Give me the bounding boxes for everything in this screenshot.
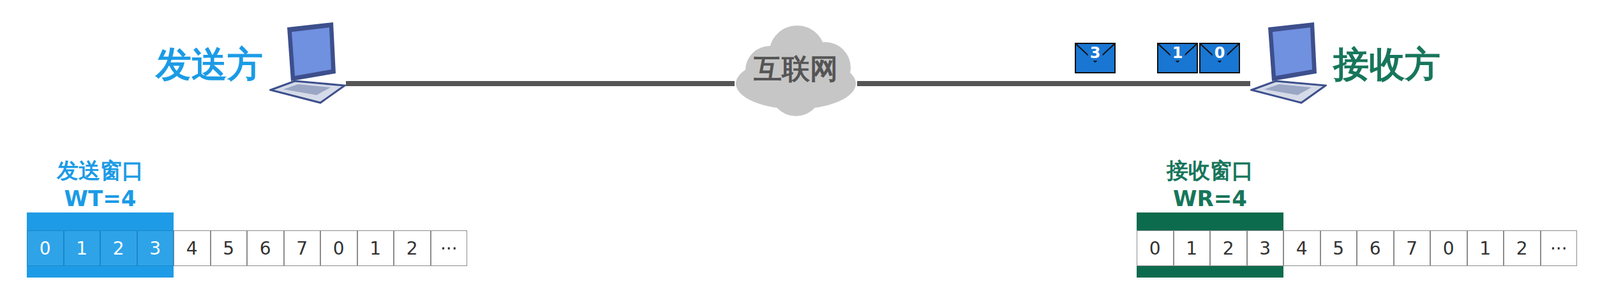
sequence-number: 5 — [1332, 238, 1345, 260]
node-label: 发送方 — [155, 40, 263, 90]
sequence-cell: 6 — [246, 230, 285, 267]
sequence-number: 5 — [222, 238, 235, 260]
envelope-flap — [1200, 44, 1239, 62]
sequence-cell: 2 — [393, 230, 431, 267]
sequence-cell: 6 — [1356, 230, 1394, 267]
computer-node: 接收方 — [1250, 22, 1441, 108]
laptop-keys — [1264, 84, 1312, 96]
laptop-screen — [291, 27, 332, 76]
envelope-body — [1199, 43, 1240, 73]
packet-number: 0 — [1212, 45, 1228, 61]
sequence-cell: 2 — [1210, 230, 1248, 267]
sequence-cell: 5 — [1320, 230, 1358, 267]
node-label: 接收方 — [1333, 40, 1441, 90]
sequence-number: 6 — [259, 238, 272, 260]
window-heading: 接收窗口WR=4 — [1166, 156, 1254, 213]
window-band: 发送窗口WT=40123 — [26, 212, 174, 278]
sequence-number: 1 — [1479, 238, 1491, 260]
laptop-keyboard — [1251, 81, 1326, 103]
window-title: 接收窗口 — [1166, 156, 1254, 185]
laptop-keyboard — [270, 81, 345, 103]
sequence-cell: 4 — [173, 230, 211, 267]
sequence-cell: 7 — [284, 230, 322, 267]
sequence-number: 2 — [112, 238, 125, 260]
envelope-flap — [1158, 44, 1197, 62]
laptop-screen-frame — [287, 22, 336, 82]
packet-number: 3 — [1088, 45, 1103, 61]
packet-envelope: 3 — [1074, 42, 1116, 74]
cloud-label: 互联网 — [753, 50, 838, 89]
sequence-cell: 1 — [63, 230, 101, 267]
sequence-cell: 2 — [1503, 230, 1541, 267]
sequence-number: 0 — [333, 238, 345, 260]
sequence-number: 0 — [1442, 238, 1455, 260]
sequence-number: 3 — [1259, 238, 1271, 260]
sequence-number: 4 — [186, 238, 198, 260]
sequence-cell: 1 — [1173, 230, 1211, 267]
sequence-cell: 5 — [210, 230, 248, 267]
sequence-number: 4 — [1296, 238, 1308, 260]
computer-node: 发送方 — [155, 22, 346, 108]
sequence-number: ··· — [1550, 238, 1568, 260]
network-link — [857, 81, 1251, 87]
envelope-body — [1157, 43, 1198, 73]
sequence-number: 1 — [75, 238, 88, 260]
laptop-icon — [269, 22, 346, 108]
sequence-number: 1 — [1185, 238, 1198, 260]
sequence-cell: 1 — [357, 230, 395, 267]
laptop-icon — [1250, 22, 1327, 108]
internet-cloud: 互联网 — [734, 20, 858, 118]
sequence-cell: 0 — [26, 230, 64, 267]
sequence-number: 3 — [149, 238, 161, 260]
window-title: 发送窗口 — [56, 156, 144, 185]
laptop-screen-frame — [1268, 22, 1317, 82]
sequence-cell: 0 — [1430, 230, 1468, 267]
sequence-cell: 3 — [1247, 230, 1285, 267]
sequence-cell: 0 — [1136, 230, 1174, 267]
network-link — [345, 81, 735, 87]
sequence-number: 7 — [1405, 238, 1418, 260]
packet-number: 1 — [1170, 45, 1186, 61]
sequence-number: 2 — [406, 238, 419, 260]
window-heading: 发送窗口WT=4 — [56, 156, 144, 213]
sequence-number: 0 — [1149, 238, 1161, 260]
sequence-number: 2 — [1516, 238, 1528, 260]
envelope-body — [1075, 43, 1115, 73]
sequence-cell: 3 — [137, 230, 175, 267]
window-size: WR=4 — [1166, 184, 1254, 213]
sequence-cell: ··· — [1540, 230, 1578, 267]
sequence-number: ··· — [440, 238, 458, 260]
sequence-number: 2 — [1222, 238, 1235, 260]
laptop-screen — [1272, 27, 1313, 76]
cloud-fill — [735, 25, 856, 117]
packet-envelope: 0 — [1199, 42, 1241, 74]
packet-envelope: 1 — [1157, 42, 1198, 74]
envelope-flap — [1076, 44, 1115, 62]
sequence-number: 0 — [39, 238, 52, 260]
sequence-cell: 1 — [1467, 230, 1505, 267]
sequence-number: 1 — [369, 238, 382, 260]
sequence-cell: 7 — [1393, 230, 1431, 267]
sequence-number: 6 — [1369, 238, 1382, 260]
sequence-cell: ··· — [430, 230, 468, 267]
sequence-cell: 2 — [100, 230, 138, 267]
sequence-cell: 0 — [320, 230, 358, 267]
laptop-keys — [283, 84, 331, 96]
window-size: WT=4 — [56, 184, 144, 213]
sequence-cell: 4 — [1283, 230, 1321, 267]
window-band: 接收窗口WR=40123 — [1136, 212, 1284, 278]
sequence-number: 7 — [296, 238, 308, 260]
